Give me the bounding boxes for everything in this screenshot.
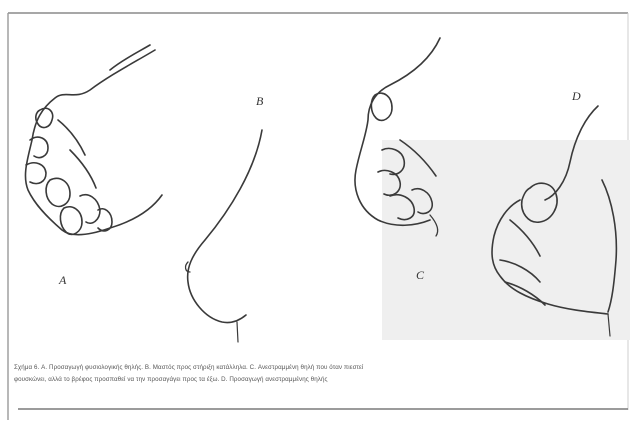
caption-line-2: φουσκώνει, αλλά το βρέφος προσπαθεί να τ… [14,374,619,386]
panel-label-a: A [59,273,66,288]
panel-label-b: B [256,94,263,109]
caption-line-1: Σχήμα 6. A. Προσαγωγή φυσιολογικής θηλής… [14,362,619,374]
panel-a-drawing [25,45,162,235]
figure-caption: Σχήμα 6. A. Προσαγωγή φυσιολογικής θηλής… [14,362,619,386]
scan-shade [382,140,630,340]
panel-label-d: D [572,89,581,104]
panel-b-drawing [186,130,262,342]
panel-label-c: C [416,268,424,283]
